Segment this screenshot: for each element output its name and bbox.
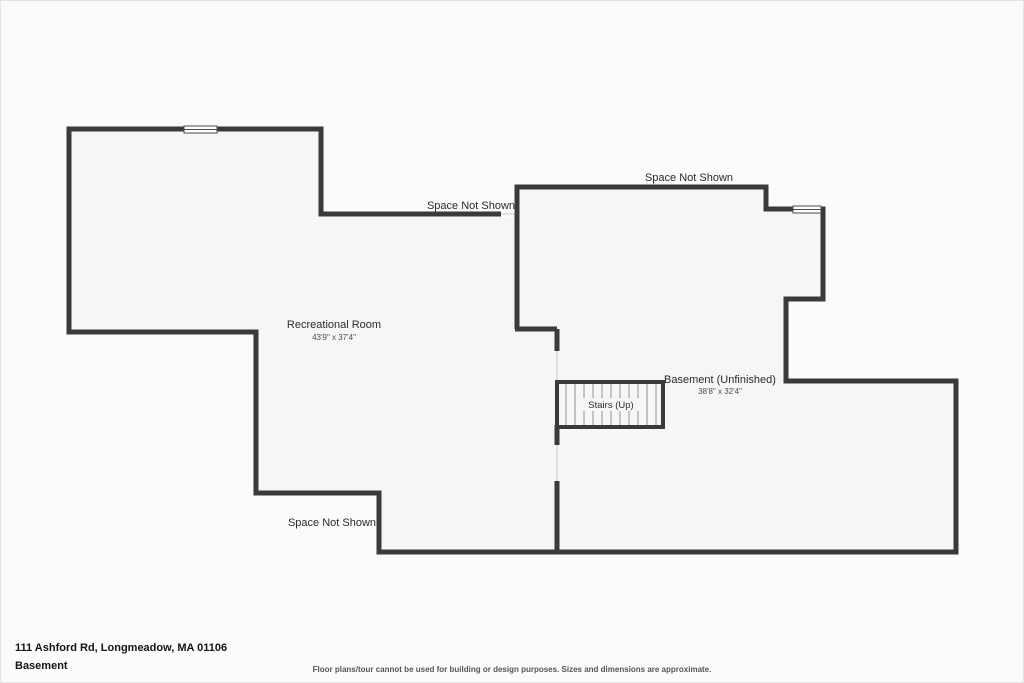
stairs: Stairs (Up) [555, 380, 665, 429]
floor-name-text: Basement [15, 660, 68, 672]
label-basement-dims: 38'8" x 32'4" [698, 387, 742, 396]
address-text: 111 Ashford Rd, Longmeadow, MA 01106 [15, 642, 228, 654]
stairs-label-bg [579, 398, 643, 411]
disclaimer-text: Floor plans/tour cannot be used for buil… [312, 665, 712, 674]
label-recreational-room-name: Recreational Room [287, 319, 381, 331]
window-icon-top-left [183, 125, 218, 134]
label-space-not-shown-top: Space Not Shown [645, 172, 733, 184]
label-space-not-shown-left: Space Not Shown [427, 200, 515, 212]
stairs-label: Stairs (Up) [588, 400, 633, 411]
window-icon-top-right [792, 205, 822, 214]
label-basement-name: Basement (Unfinished) [664, 374, 776, 386]
outer-walls [66, 126, 959, 555]
stairs-box [555, 380, 665, 429]
label-space-not-shown-bottom: Space Not Shown [288, 517, 376, 529]
label-recreational-room-dims: 43'9" x 37'4" [312, 333, 356, 342]
